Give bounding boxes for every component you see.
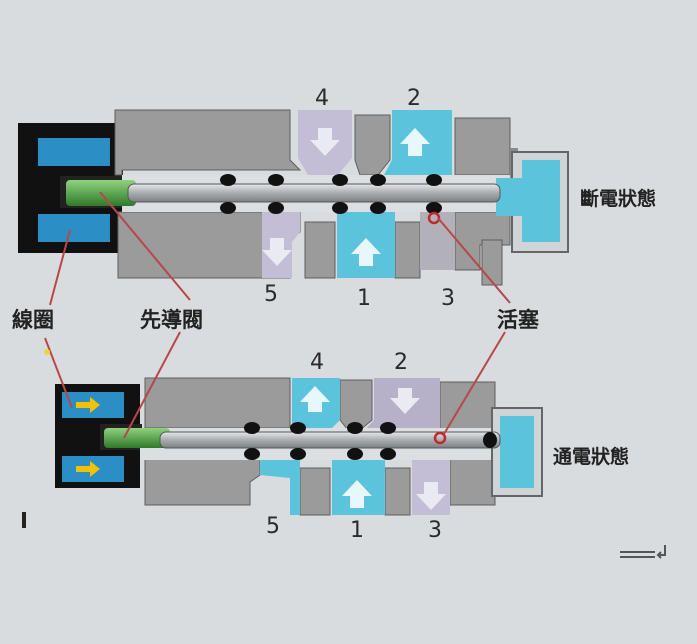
arrow-down-icon <box>310 128 340 156</box>
arrow-right-icon <box>76 397 100 477</box>
top-seals <box>220 174 442 214</box>
bottom-end-cap <box>491 407 543 497</box>
top-state-label: 斷電狀態 <box>580 188 657 210</box>
top-port-2-label: 2 <box>407 86 421 111</box>
bottom-port-3-label: 3 <box>428 518 442 543</box>
arrow-up-icon <box>351 238 381 266</box>
bottom-body-upper <box>144 377 496 431</box>
bottom-pilot-valve <box>104 428 170 448</box>
bottom-port-1-label: 1 <box>350 518 364 543</box>
top-body-upper <box>114 109 518 178</box>
top-port-3-label: 3 <box>441 286 455 311</box>
top-port-4-label: 4 <box>315 86 329 111</box>
return-arrow-icon <box>620 545 666 559</box>
top-rod <box>127 183 501 203</box>
top-port-5-label: 5 <box>264 282 278 307</box>
arrow-up-icon <box>342 480 372 508</box>
bottom-port-2-label: 2 <box>394 350 408 375</box>
bottom-state-label: 通電狀態 <box>553 446 630 468</box>
text-cursor <box>22 512 26 528</box>
top-port-1-label: 1 <box>357 286 371 311</box>
arrow-up-icon <box>400 128 430 156</box>
bottom-seals <box>244 422 497 460</box>
arrow-down-icon <box>390 388 420 414</box>
bottom-piston-marker <box>433 431 447 445</box>
arrow-down-icon <box>416 482 446 510</box>
coil-callout: 線圈 <box>12 308 54 332</box>
top-valve <box>18 109 569 286</box>
bottom-port-5-channel <box>260 458 300 515</box>
bottom-port-5-label: 5 <box>266 514 280 539</box>
bottom-body-lower <box>144 457 496 516</box>
top-end-cap <box>496 151 569 253</box>
piston-callout: 活塞 <box>497 308 539 332</box>
bottom-valve <box>55 377 543 516</box>
pilot-valve-callout: 先導閥 <box>140 308 203 332</box>
bottom-port-4-label: 4 <box>310 350 324 375</box>
arrow-down-icon <box>262 238 292 266</box>
bottom-rod <box>159 431 501 449</box>
pointer-dot <box>44 349 50 355</box>
arrow-up-icon <box>300 386 330 412</box>
leader-lines <box>44 191 511 439</box>
